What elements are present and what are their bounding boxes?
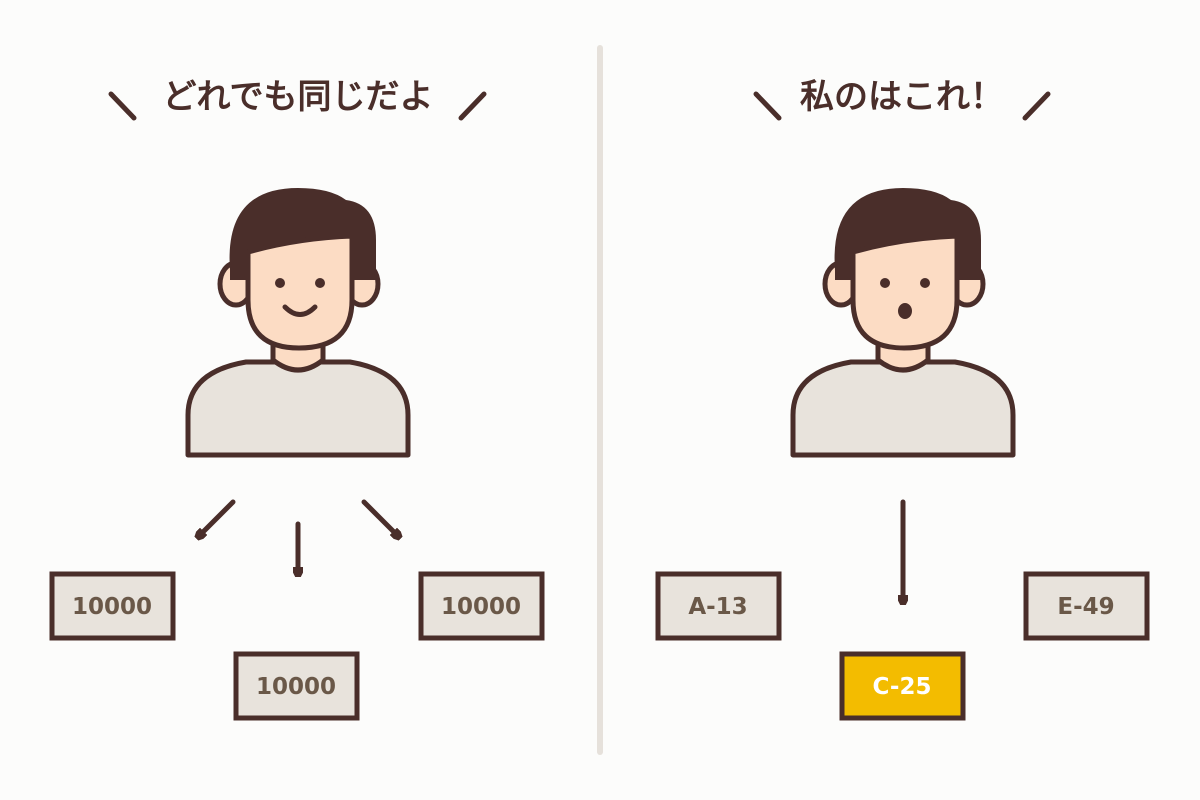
right-title-slash-right bbox=[1022, 91, 1051, 121]
surprised-person-icon bbox=[790, 188, 1016, 458]
right-note-a13: A-13 bbox=[655, 571, 782, 641]
right-person-eye-left bbox=[880, 278, 890, 288]
left-note-3-label: 10000 bbox=[441, 594, 521, 620]
left-person-shirt bbox=[185, 359, 411, 458]
right-person-face bbox=[850, 233, 960, 351]
right-person-eye-right bbox=[920, 278, 930, 288]
left-panel-title: どれでも同じだよ bbox=[163, 77, 434, 117]
left-person-eye-left bbox=[275, 278, 285, 288]
right-person-mouth-open bbox=[898, 303, 912, 319]
left-note-2: 10000 bbox=[233, 651, 360, 721]
right-title-slash-left bbox=[753, 91, 782, 121]
right-note-c25-selected: C-25 bbox=[839, 651, 966, 721]
left-note-1: 10000 bbox=[49, 571, 176, 641]
right-note-e49-label: E-49 bbox=[1057, 594, 1114, 620]
left-title-slash-right bbox=[458, 91, 487, 121]
right-panel: 私のはこれ！ A-13 C-25 E-49 bbox=[655, 77, 1150, 721]
left-note-2-label: 10000 bbox=[256, 674, 336, 700]
left-arrow-down-left bbox=[200, 499, 236, 535]
right-note-a13-label: A-13 bbox=[688, 594, 747, 620]
left-person-eye-right bbox=[315, 278, 325, 288]
left-arrow-down-right bbox=[361, 499, 397, 535]
left-title-slash-left bbox=[108, 91, 137, 121]
left-person-smile bbox=[282, 304, 318, 317]
right-note-e49: E-49 bbox=[1023, 571, 1150, 641]
smiling-person-icon bbox=[185, 188, 411, 458]
left-person-face bbox=[245, 233, 355, 351]
left-note-1-label: 10000 bbox=[72, 594, 152, 620]
right-note-c25-label: C-25 bbox=[873, 674, 932, 700]
left-panel: どれでも同じだよ 10000 bbox=[49, 77, 545, 721]
right-person-shirt bbox=[790, 359, 1016, 458]
left-note-3: 10000 bbox=[418, 571, 545, 641]
right-panel-title: 私のはこれ！ bbox=[800, 77, 1004, 117]
